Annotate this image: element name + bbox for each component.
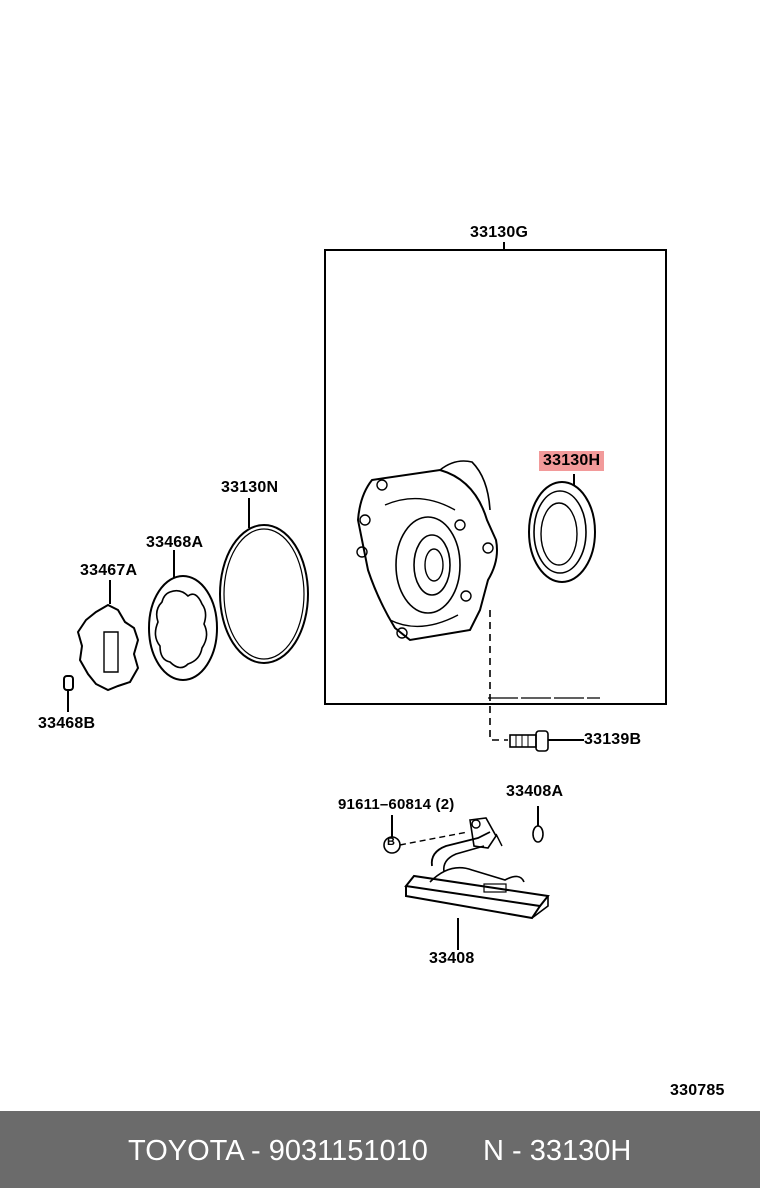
- b-marker-letter: B: [387, 836, 396, 848]
- drive-gear: [76, 603, 140, 692]
- label-91611-60814[interactable]: 91611–60814 (2): [338, 796, 455, 813]
- o-ring: [219, 524, 309, 664]
- footer-bar: TOYOTA - 9031151010 N - 33130H: [0, 1111, 760, 1188]
- label-33468B[interactable]: 33468B: [38, 715, 96, 732]
- illustration-number: 330785: [670, 1082, 725, 1099]
- oil-seal: [528, 481, 596, 583]
- label-33408A[interactable]: 33408A: [506, 783, 564, 800]
- footer-brand-part: TOYOTA - 9031151010: [128, 1135, 428, 1167]
- oil-strainer: [404, 817, 550, 920]
- strainer-o-ring: [532, 825, 544, 843]
- bolt: [509, 730, 549, 752]
- label-33130G[interactable]: 33130G: [470, 224, 529, 241]
- driven-gear: [148, 575, 218, 681]
- key: [63, 675, 74, 691]
- pump-body: [356, 460, 498, 642]
- dashed-connector: [489, 610, 508, 741]
- footer-ref: N - 33130H: [483, 1135, 632, 1167]
- label-33408[interactable]: 33408: [429, 950, 475, 967]
- label-33468A[interactable]: 33468A: [146, 534, 204, 551]
- parts-diagram: [63, 242, 667, 950]
- label-33467A[interactable]: 33467A: [80, 562, 138, 579]
- assembly-box: [324, 249, 667, 705]
- dashed-b-link: [399, 831, 469, 846]
- label-33139B[interactable]: 33139B: [584, 731, 642, 748]
- label-33130N[interactable]: 33130N: [221, 479, 279, 496]
- label-33130H[interactable]: 33130H: [539, 451, 605, 471]
